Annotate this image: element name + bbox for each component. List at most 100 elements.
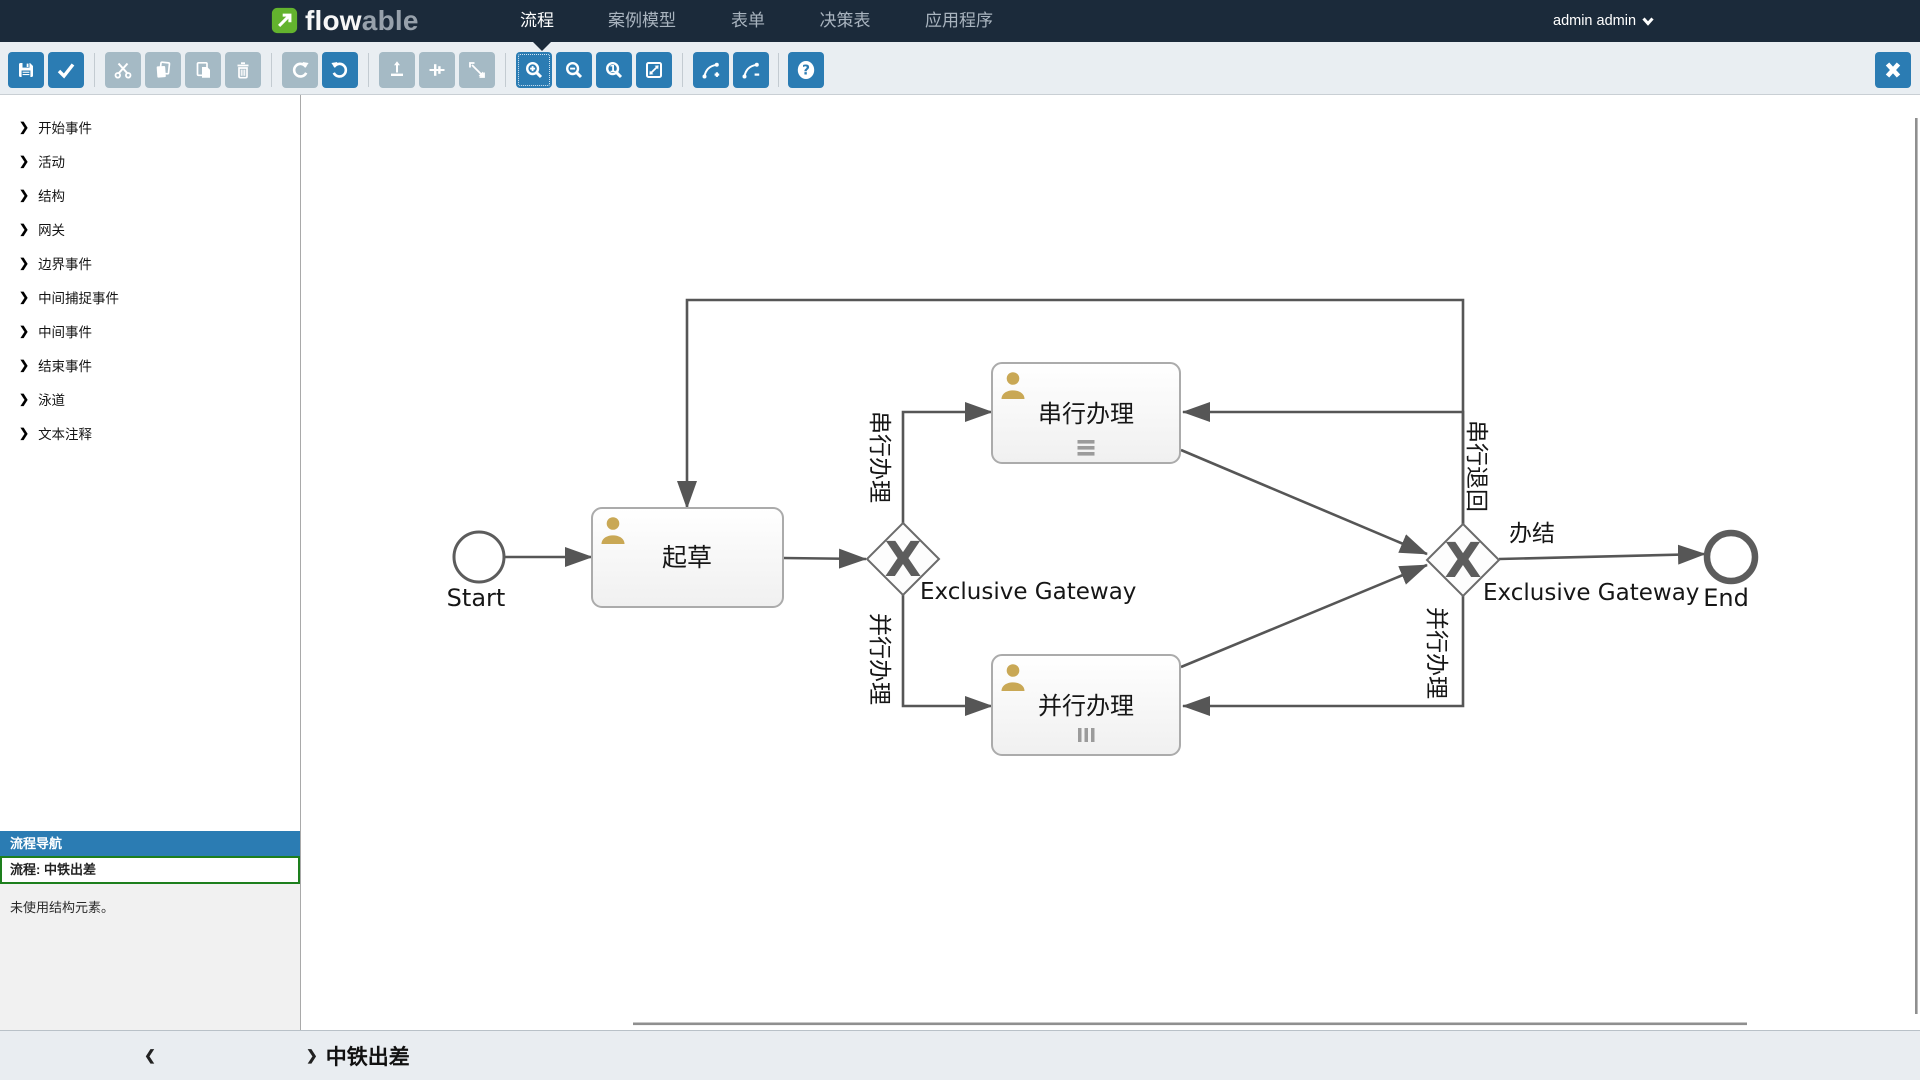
diagram-canvas[interactable]: X X Start 起草 串行办理 并行办理 End Exclusive Gat… [301, 95, 1920, 1030]
palette-sidebar: ❯开始事件 ❯活动 ❯结构 ❯网关 ❯边界事件 ❯中间捕捉事件 ❯中间事件 ❯结… [0, 95, 301, 1030]
process-navigator-title: 流程导航 [0, 831, 300, 856]
undo-button[interactable] [322, 52, 358, 88]
nav-tab-forms[interactable]: 表单 [731, 11, 765, 30]
add-bendpoint-button[interactable] [693, 52, 729, 88]
vertical-scrollbar[interactable] [1915, 118, 1918, 1014]
align-horizontal-icon [429, 64, 445, 76]
palette-section-end-events[interactable]: ❯结束事件 [19, 358, 93, 374]
palette-section-text-annotation[interactable]: ❯文本注释 [19, 426, 93, 442]
nav-tab-decision-tables[interactable]: 决策表 [819, 11, 871, 30]
cut-button[interactable] [105, 52, 141, 88]
help-button[interactable]: ? [788, 52, 824, 88]
process-navigator: 流程导航 流程: 中铁出差 未使用结构元素。 [0, 831, 300, 1030]
palette-section-intermediate-events[interactable]: ❯中间事件 [19, 324, 93, 340]
flow-label-parallel-return: 并行办理 [1423, 607, 1449, 699]
flow-draft-to-gateway1[interactable] [782, 548, 867, 569]
user-task-draft[interactable] [591, 507, 784, 608]
end-event[interactable] [1703, 529, 1759, 585]
zoom-fit-icon [646, 62, 662, 78]
svg-text:?: ? [802, 63, 810, 79]
flow-gateway2-to-parallel[interactable] [1182, 596, 1465, 716]
flow-serial-to-gateway2[interactable] [1180, 448, 1428, 556]
palette-section-gateways[interactable]: ❯网关 [19, 222, 66, 238]
paste-icon [196, 61, 210, 78]
start-event[interactable] [452, 530, 506, 584]
palette-section-intermediate-catching-events[interactable]: ❯中间捕捉事件 [19, 290, 120, 306]
chevron-right-icon: ❯ [19, 426, 30, 440]
flow-gateway1-to-parallel[interactable] [901, 595, 993, 716]
nav-tab-apps[interactable]: 应用程序 [925, 11, 993, 30]
flow-gateway2-to-serial[interactable] [1182, 402, 1465, 524]
remove-bendpoint-icon [742, 62, 760, 79]
zoom-in-icon [526, 62, 543, 79]
process-title: 中铁出差 [325, 1045, 410, 1069]
align-vertical-icon [391, 61, 403, 76]
palette-section-boundary-events[interactable]: ❯边界事件 [19, 256, 93, 272]
zoom-out-icon [566, 62, 583, 79]
validate-button[interactable] [48, 52, 84, 88]
svg-text:1: 1 [609, 64, 616, 75]
user-task-serial[interactable] [991, 362, 1181, 464]
flow-gateway1-to-serial[interactable] [901, 402, 993, 523]
flowable-logo[interactable]: flowable [271, 7, 419, 35]
footer-bar: ❮ ❯ 中铁出差 [0, 1030, 1920, 1080]
same-size-icon [469, 62, 485, 78]
top-navbar: flowable 流程 案例模型 表单 决策表 应用程序 admin admin [0, 0, 1920, 42]
chevron-right-icon: ❯ [19, 222, 30, 236]
scissors-icon [114, 62, 132, 79]
align-horizontal-button[interactable] [419, 52, 455, 88]
zoom-fit-button[interactable] [636, 52, 672, 88]
gateway1-label: Exclusive Gateway [920, 579, 1136, 605]
paste-button[interactable] [185, 52, 221, 88]
trash-icon [237, 62, 249, 79]
zoom-actual-button[interactable]: 1 [596, 52, 632, 88]
palette-section-swimlanes[interactable]: ❯泳道 [19, 392, 66, 408]
palette-section-structural[interactable]: ❯结构 [19, 188, 66, 204]
exclusive-gateway-1[interactable] [865, 521, 941, 597]
breadcrumb[interactable]: ❯ 中铁出差 [306, 1031, 410, 1080]
palette-section-activities[interactable]: ❯活动 [19, 154, 66, 170]
chevron-right-icon: ❯ [19, 324, 30, 338]
gateway-x-symbol: X [884, 532, 921, 588]
flow-parallel-to-gateway2[interactable] [1180, 563, 1428, 669]
flow-gateway2-to-end[interactable] [1498, 544, 1706, 565]
parallel-marker-icon [1078, 728, 1095, 742]
horizontal-scrollbar[interactable] [633, 1022, 1747, 1026]
process-navigator-current[interactable]: 流程: 中铁出差 [0, 856, 300, 884]
close-editor-button[interactable] [1875, 52, 1911, 88]
start-event-label: Start [447, 584, 506, 612]
same-size-button[interactable] [459, 52, 495, 88]
user-menu[interactable]: admin admin [1553, 0, 1654, 42]
flowable-logo-icon [271, 7, 298, 34]
chevron-right-icon: ❯ [19, 256, 30, 270]
remove-bendpoint-button[interactable] [733, 52, 769, 88]
end-event-label: End [1703, 584, 1749, 612]
user-icon [601, 517, 625, 544]
align-vertical-button[interactable] [379, 52, 415, 88]
chevron-down-icon [1642, 16, 1654, 26]
zoom-out-button[interactable] [556, 52, 592, 88]
palette-sections: ❯开始事件 ❯活动 ❯结构 ❯网关 ❯边界事件 ❯中间捕捉事件 ❯中间事件 ❯结… [0, 95, 300, 450]
nav-tab-case-models[interactable]: 案例模型 [608, 11, 676, 30]
zoom-actual-icon: 1 [606, 62, 623, 79]
user-icon [1001, 372, 1025, 399]
process-navigator-empty-message: 未使用结构元素。 [0, 884, 300, 1030]
nav-tab-processes[interactable]: 流程 [520, 11, 554, 30]
sidebar-collapse-button[interactable]: ❮ [0, 1031, 300, 1080]
user-task-parallel[interactable] [991, 654, 1181, 756]
copy-button[interactable] [145, 52, 181, 88]
help-icon: ? [797, 61, 815, 79]
delete-button[interactable] [225, 52, 261, 88]
exclusive-gateway-2[interactable] [1425, 522, 1501, 598]
palette-section-start-events[interactable]: ❯开始事件 [19, 120, 93, 136]
save-button[interactable] [8, 52, 44, 88]
chevron-right-icon: ❯ [19, 154, 30, 168]
editor-toolbar: 1 ? [0, 42, 1920, 95]
flow-label-serial-return: 串行退回 [1463, 420, 1489, 512]
redo-button[interactable] [282, 52, 318, 88]
user-icon [1001, 664, 1025, 691]
redo-icon [292, 62, 309, 78]
sequential-marker-icon [1077, 440, 1095, 456]
zoom-in-button[interactable] [516, 52, 552, 88]
chevron-left-icon: ❮ [144, 1047, 156, 1063]
